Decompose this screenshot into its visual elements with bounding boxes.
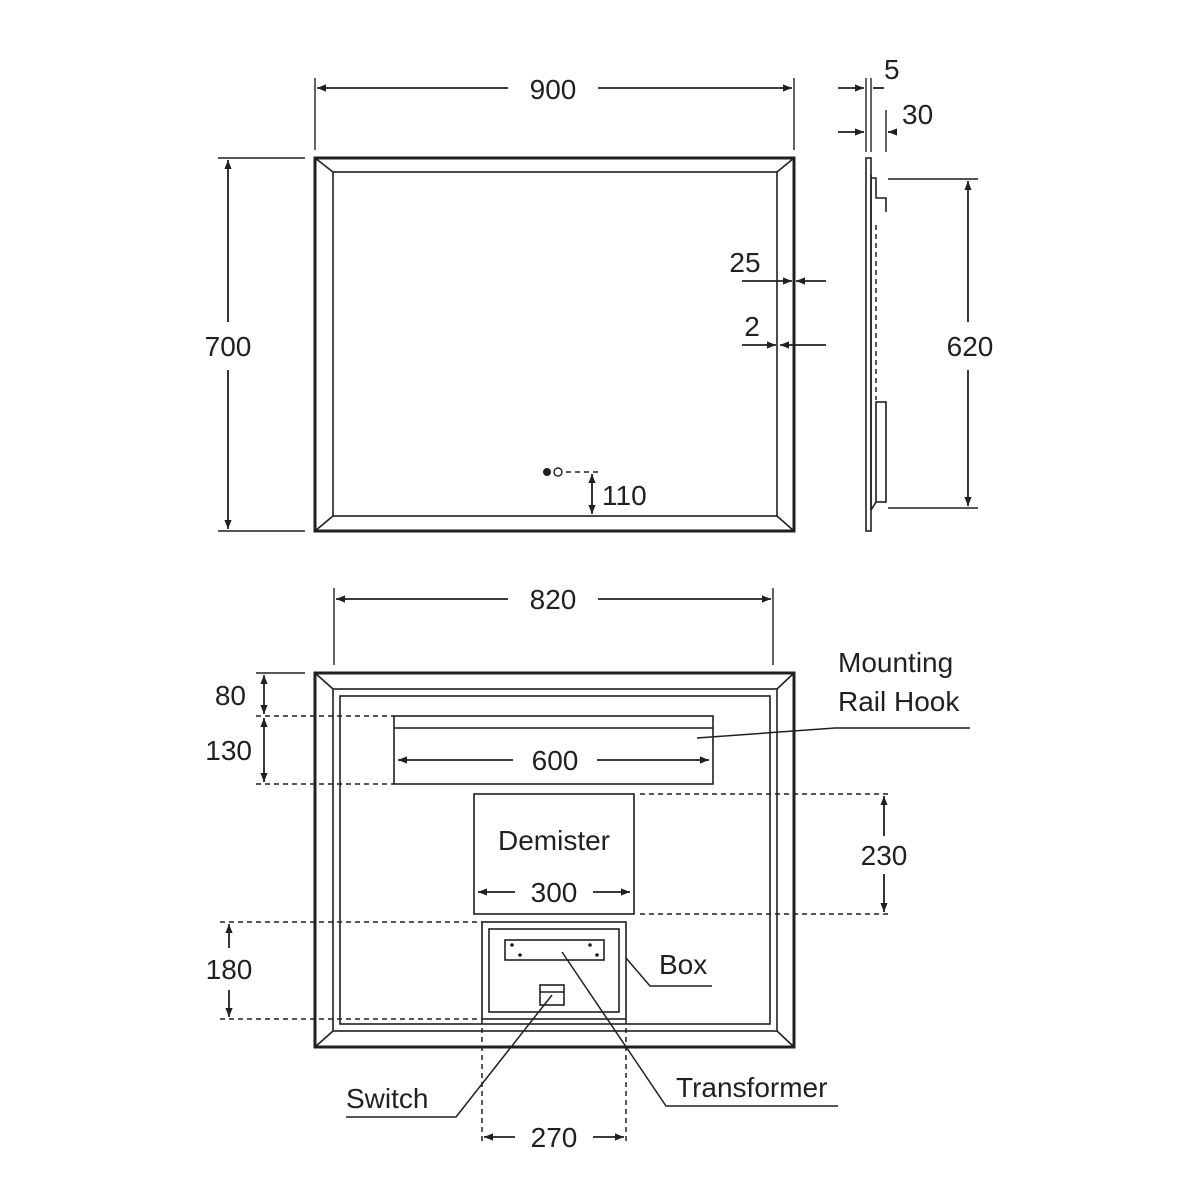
demister-pad xyxy=(473,793,635,915)
side-bottom-chamfer xyxy=(870,501,877,511)
front-width-label: 900 xyxy=(530,74,577,105)
demister-label: Demister xyxy=(498,825,610,856)
rear-width-label: 820 xyxy=(530,584,577,615)
box-callout: Box xyxy=(659,949,707,980)
front-frame-corners xyxy=(314,157,795,532)
mounting-rail xyxy=(393,715,714,785)
box-leader xyxy=(625,957,712,987)
front-inner-glass xyxy=(332,171,778,517)
switch-unit xyxy=(539,984,565,1006)
side-box-profile xyxy=(875,401,887,503)
frame-depth-label: 25 xyxy=(729,247,760,278)
hook-spacing-label: 620 xyxy=(947,331,994,362)
demister-width-label: 300 xyxy=(531,877,578,908)
electrical-box-inner xyxy=(488,928,620,1013)
front-height-label: 700 xyxy=(205,331,252,362)
glass-offset-label: 2 xyxy=(744,311,760,342)
transformer-screws xyxy=(510,943,599,957)
front-view: 900 700 110 25 2 xyxy=(205,74,826,533)
switch-leader xyxy=(346,994,553,1118)
box-width-label: 270 xyxy=(531,1122,578,1153)
rear-frame-corners xyxy=(314,672,795,1048)
demister-height-label: 230 xyxy=(861,840,908,871)
sensor-led-icon xyxy=(553,467,563,477)
transformer-callout: Transformer xyxy=(676,1072,827,1103)
touch-sensor-icon xyxy=(543,468,551,476)
switch-callout: Switch xyxy=(346,1083,428,1114)
rail-hook-callout-line1: Mounting xyxy=(838,647,953,678)
rear-outer-frame xyxy=(313,671,796,1049)
mirror-thickness-label: 5 xyxy=(884,54,900,85)
rear-view: 820 600 80 130 Mounting Rail Hook Demist… xyxy=(205,584,970,1153)
rail-offset-label: 80 xyxy=(215,680,246,711)
electrical-box xyxy=(481,921,627,1020)
sensor-offset-label: 110 xyxy=(602,480,647,511)
rear-backing xyxy=(339,695,771,1025)
box-height-label: 180 xyxy=(206,954,253,985)
rail-height-label: 130 xyxy=(205,735,252,766)
rear-inner-frame xyxy=(332,688,778,1032)
rail-hook-leader xyxy=(696,727,970,739)
side-top-hook xyxy=(871,177,887,212)
side-view: 5 30 620 xyxy=(838,54,994,532)
rail-width-label: 600 xyxy=(532,745,579,776)
transformer-leader xyxy=(561,951,838,1107)
transformer-unit xyxy=(504,939,605,961)
total-depth-label: 30 xyxy=(902,99,933,130)
rail-hook-callout-line2: Rail Hook xyxy=(838,686,960,717)
